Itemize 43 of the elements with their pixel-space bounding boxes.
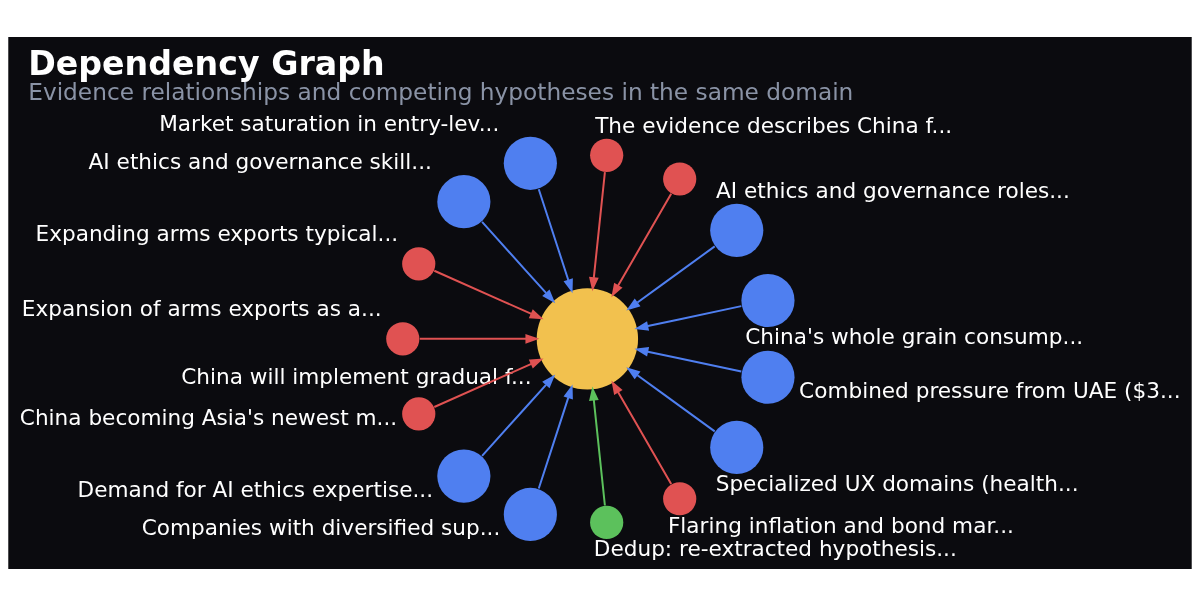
node-label: Specialized UX domains (health...	[715, 470, 1079, 496]
node-circle	[437, 174, 491, 228]
node-label: Flaring inflation and bond mar...	[667, 512, 1014, 538]
node-label: Companies with diversified sup...	[141, 514, 501, 540]
node-circle	[503, 487, 557, 541]
node-label: China becoming Asia's newest m...	[19, 404, 398, 430]
arrow	[481, 374, 556, 457]
node-label: Expanding arms exports typical...	[35, 220, 399, 246]
node-label: Combined pressure from UAE ($3...	[799, 377, 1181, 403]
node-label: Expansion of arms exports as a...	[21, 295, 382, 321]
node-circle	[590, 505, 624, 539]
arrow	[626, 366, 716, 432]
arrow	[634, 304, 743, 331]
node-circle	[710, 420, 764, 474]
node-label: The evidence describes China f...	[595, 112, 953, 138]
arrow	[537, 187, 573, 293]
arrow	[418, 333, 540, 344]
node-circle	[386, 321, 420, 355]
node-circle	[741, 350, 795, 404]
node-circle	[437, 449, 491, 503]
node-circle	[741, 273, 795, 327]
node-circle	[402, 396, 436, 431]
node-label: China's whole grain consump...	[745, 323, 1084, 349]
arrow	[634, 346, 743, 373]
arrow	[433, 269, 544, 319]
node-label: Demand for AI ethics expertise...	[77, 476, 434, 502]
node-label: Market saturation in entry-lev...	[159, 110, 500, 136]
arrow	[611, 379, 673, 485]
node-circle	[402, 246, 436, 280]
arrow	[611, 192, 673, 297]
arrow	[537, 384, 573, 490]
node-circle	[663, 161, 697, 196]
node-circle	[503, 136, 557, 190]
node-label: AI ethics and governance roles...	[716, 177, 1070, 203]
node-circle	[663, 481, 697, 515]
node-circle	[710, 203, 764, 257]
node-circle	[590, 138, 624, 172]
arrow	[481, 220, 556, 303]
arrow	[626, 244, 716, 311]
arrow	[433, 357, 544, 408]
arrow	[589, 386, 606, 506]
node-label: AI ethics and governance skill...	[88, 148, 432, 174]
arrow	[589, 170, 606, 291]
